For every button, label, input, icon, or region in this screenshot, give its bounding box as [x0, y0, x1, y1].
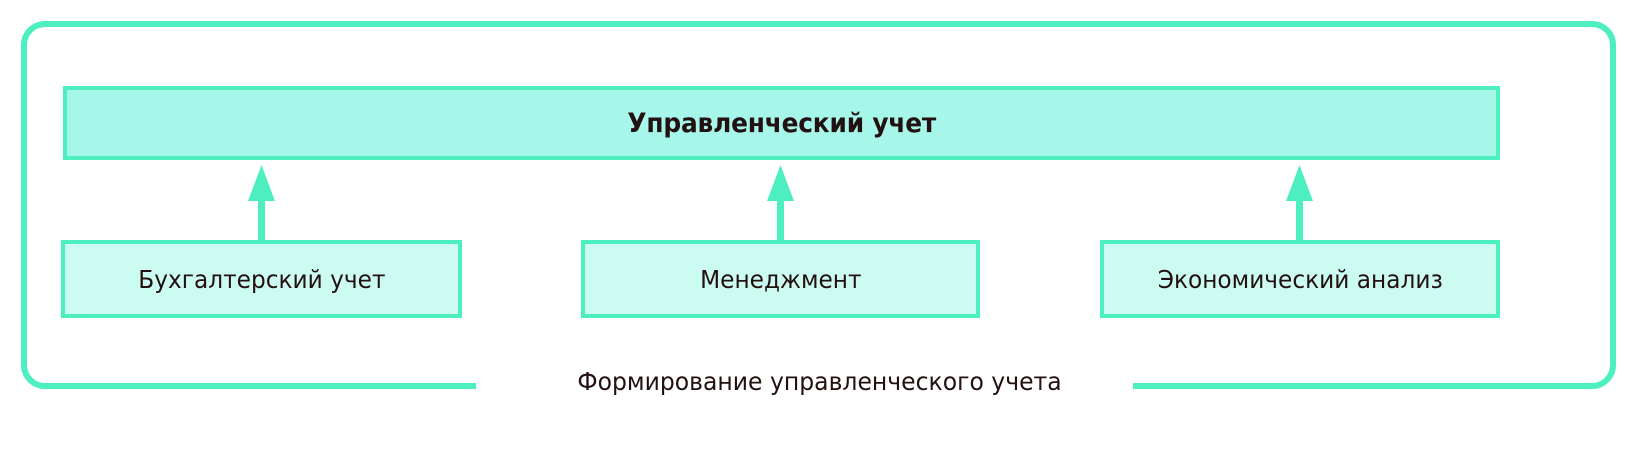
- parent-node-label: Управленческий учет: [627, 107, 936, 139]
- child-node-box-2: Менеджмент: [581, 240, 980, 318]
- diagram-caption: Формирование управленческого учета: [577, 367, 1062, 396]
- child-node-box-1: Бухгалтерский учет: [61, 240, 462, 318]
- child-node-box-3: Экономический анализ: [1100, 240, 1500, 318]
- parent-node-box: Управленческий учет: [63, 86, 1500, 160]
- child-node-label-3: Экономический анализ: [1157, 264, 1443, 294]
- child-node-label-1: Бухгалтерский учет: [137, 264, 386, 294]
- child-node-label-2: Менеджмент: [699, 264, 862, 294]
